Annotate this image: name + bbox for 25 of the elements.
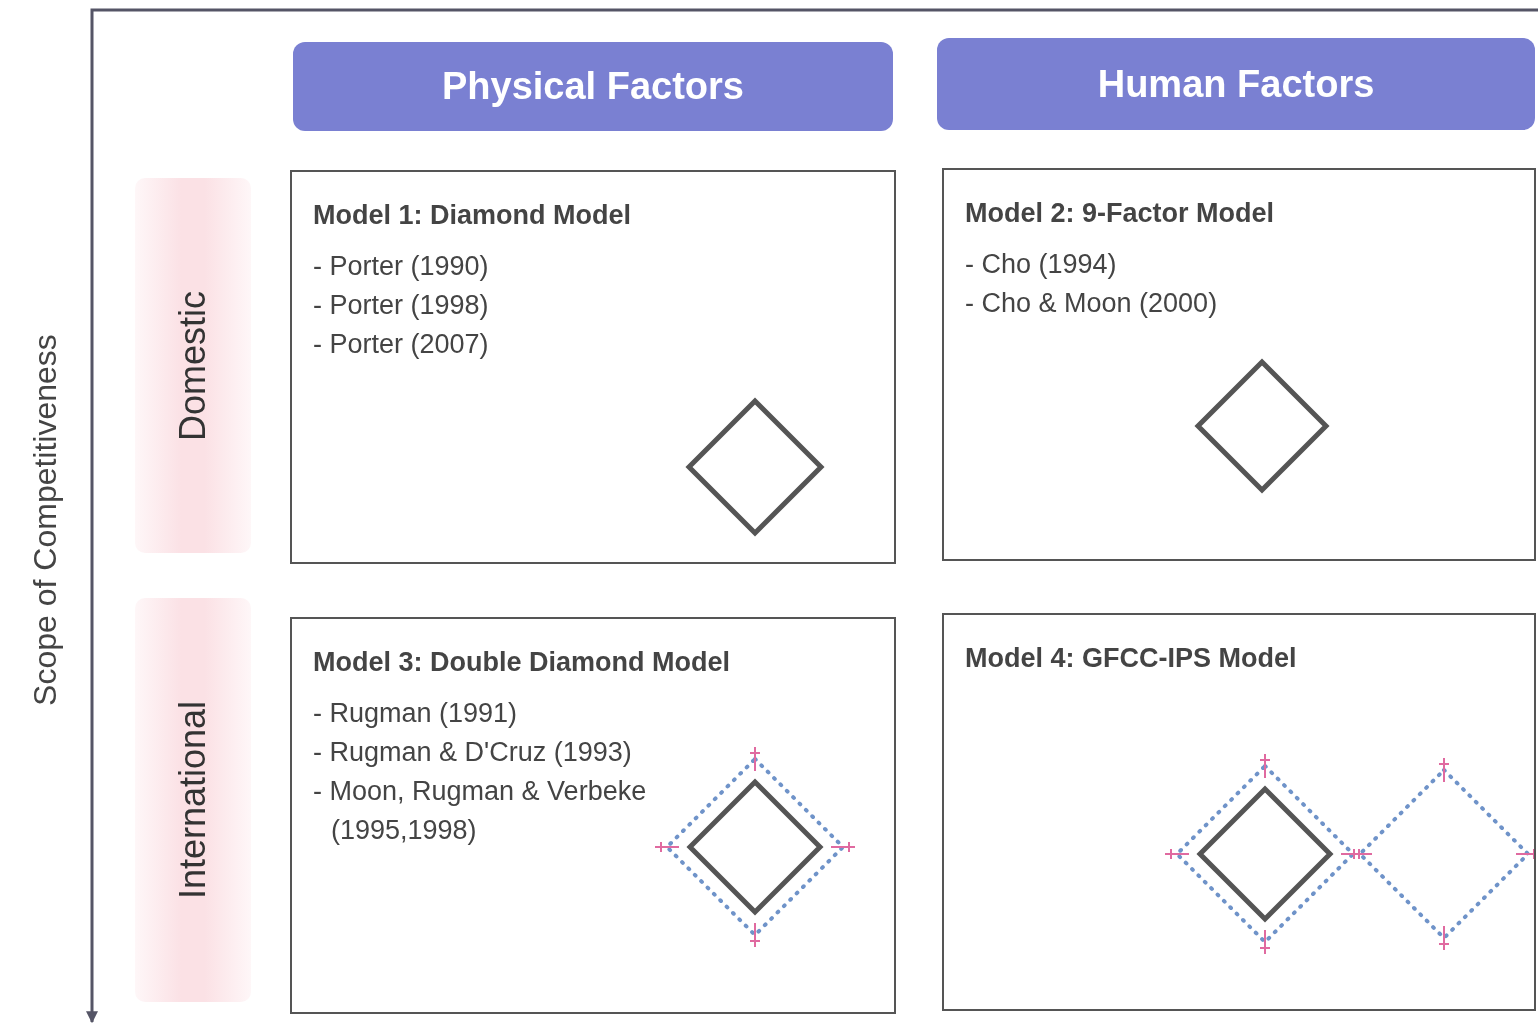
row-band <box>135 178 251 553</box>
reference-item: - Cho & Moon (2000) <box>965 287 1218 320</box>
model-box <box>290 170 896 564</box>
reference-item: - Porter (1998) <box>313 289 489 322</box>
reference-item: - Moon, Rugman & Verbeke (1995,1998) <box>313 775 648 847</box>
model-title: Model 3: Double Diamond Model <box>313 647 730 678</box>
model-box <box>942 613 1536 1011</box>
axis-label: Scope of Competitiveness <box>26 334 64 706</box>
row-band <box>135 598 251 1002</box>
reference-item: - Porter (1990) <box>313 250 489 283</box>
model-title: Model 1: Diamond Model <box>313 200 631 231</box>
reference-item: - Cho (1994) <box>965 248 1117 281</box>
model-box <box>942 168 1536 561</box>
model-box <box>290 617 896 1014</box>
reference-item: - Rugman (1991) <box>313 697 518 730</box>
reference-item: - Rugman & D'Cruz (1993) <box>313 736 632 769</box>
reference-item: - Porter (2007) <box>313 328 489 361</box>
model-title: Model 4: GFCC-IPS Model <box>965 643 1297 674</box>
column-title: Human Factors <box>1097 62 1375 106</box>
row-label: Domestic <box>172 290 214 441</box>
column-header <box>293 42 893 131</box>
model-title: Model 2: 9-Factor Model <box>965 198 1275 229</box>
column-header <box>937 38 1535 130</box>
column-title: Physical Factors <box>441 65 744 108</box>
row-label: International <box>172 700 214 900</box>
